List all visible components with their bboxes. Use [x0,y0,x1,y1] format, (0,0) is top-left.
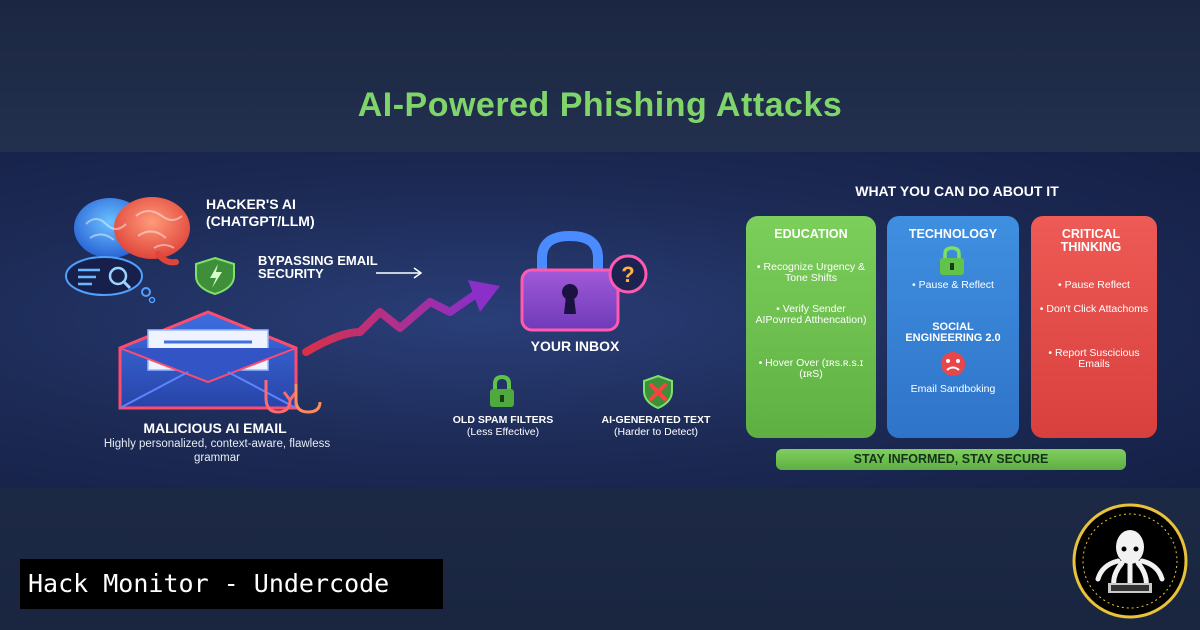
top-band [0,0,1200,152]
ai-generated-text-note: (Harder to Detect) [613,426,699,438]
ai-generated-text-title: AI-GENERATED TEXT [601,414,711,426]
malicious-email-title: MALICIOUS AI EMAIL [143,420,287,436]
attack-arrow-icon [302,280,500,356]
arrow-right-icon [376,267,423,279]
critical-thinking-card: CRITICAL THINKING • Pause Reflect • Don'… [1031,216,1157,438]
old-spam-filters-label: OLD SPAM FILTERS (Less Effective) [428,414,578,438]
technology-item-2: SOCIAL ENGINEERING 2.0 [905,321,1001,344]
hacker-ai-label: HACKER'S AI (CHATGPT/LLM) [206,196,315,229]
education-card: EDUCATION • Recognize Urgency & Tone Shi… [746,216,876,438]
search-bubble-icon [65,256,156,304]
malicious-email-description: Highly personalized, context-aware, flaw… [103,438,331,464]
critical-item-2: • Don't Click Attachoms [1039,303,1149,315]
inbox-label: YOUR INBOX [530,338,620,354]
shield-icon [195,256,235,296]
lock-question-icon: ? [520,230,648,332]
infographic-panel: HACKER'S AI (CHATGPT/LLM) BYPASSING EMAI… [0,152,1200,488]
technology-item-3: Email Sandboking [910,383,996,395]
blocked-shield-icon [643,374,673,410]
critical-item-3: • Report Suscicious Emails [1048,347,1140,370]
brain-icon [74,197,190,266]
svg-text:?: ? [621,262,634,287]
old-spam-filters-note: (Less Effective) [466,426,540,438]
alert-face-icon [941,352,965,376]
education-item-1: • Recognize Urgency & Tone Shifts [756,261,866,284]
technology-card: TECHNOLOGY • Pause & Reflect SOCIAL ENGI… [887,216,1019,438]
bypass-label: BYPASSING EMAIL SECURITY [258,253,378,281]
page-title: AI-Powered Phishing Attacks [357,86,843,124]
stay-secure-banner: STAY INFORMED, STAY SECURE [776,449,1126,470]
lock-icon [940,246,964,275]
what-you-can-do-heading: WHAT YOU CAN DO ABOUT IT [855,183,1059,199]
ai-generated-text-label: AI-GENERATED TEXT (Harder to Detect) [578,414,734,438]
critical-thinking-title: CRITICAL THINKING [1060,227,1122,254]
technology-item-1: • Pause & Reflect [912,279,994,291]
green-lock-icon [490,374,514,407]
education-title: EDUCATION [774,227,848,241]
octopus-logo-icon [1072,503,1188,619]
brand-label: Hack Monitor - Undercode [20,559,443,609]
technology-title: TECHNOLOGY [908,227,998,241]
critical-item-1: • Pause Reflect [1058,279,1130,291]
education-item-2: • Verify Sender AIPovrred Atthencation) [755,303,867,326]
education-item-3: • Hover Over (ɪʀs.ʀ.s.ɪ (ɪʀS) [758,357,864,380]
old-spam-filters-title: OLD SPAM FILTERS [452,414,554,426]
malicious-email-icon [118,310,322,414]
